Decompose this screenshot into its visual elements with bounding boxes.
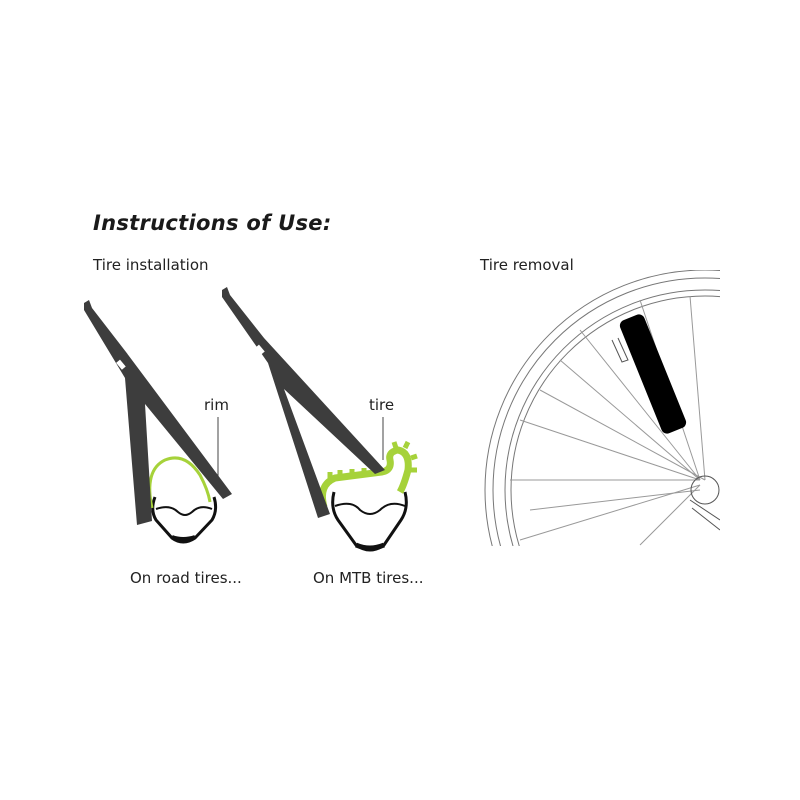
road-tire-illustration bbox=[84, 300, 232, 544]
tire-lever-icon bbox=[84, 300, 232, 525]
mtb-tires-caption: On MTB tires... bbox=[313, 569, 424, 587]
removal-tire-lever-icon bbox=[619, 314, 687, 434]
tire-installation-heading: Tire installation bbox=[93, 256, 209, 274]
page-title: Instructions of Use: bbox=[93, 211, 332, 235]
tire-lever-icon bbox=[222, 287, 385, 518]
wheel-rim bbox=[504, 289, 720, 546]
tire-label: tire bbox=[369, 396, 395, 414]
wheel-tire-outer bbox=[484, 270, 720, 546]
mtb-rim-icon bbox=[331, 491, 408, 552]
mtb-tire-icon bbox=[318, 446, 412, 508]
road-rim-icon bbox=[151, 496, 218, 544]
wheel-hub bbox=[690, 475, 720, 505]
road-tires-caption: On road tires... bbox=[130, 569, 242, 587]
spokes bbox=[510, 295, 706, 546]
wheel-illustration bbox=[484, 270, 720, 546]
tire-removal-heading: Tire removal bbox=[480, 256, 574, 274]
mtb-tire-illustration bbox=[222, 287, 418, 552]
rim-label: rim bbox=[204, 396, 229, 414]
road-tire-icon bbox=[148, 456, 212, 509]
